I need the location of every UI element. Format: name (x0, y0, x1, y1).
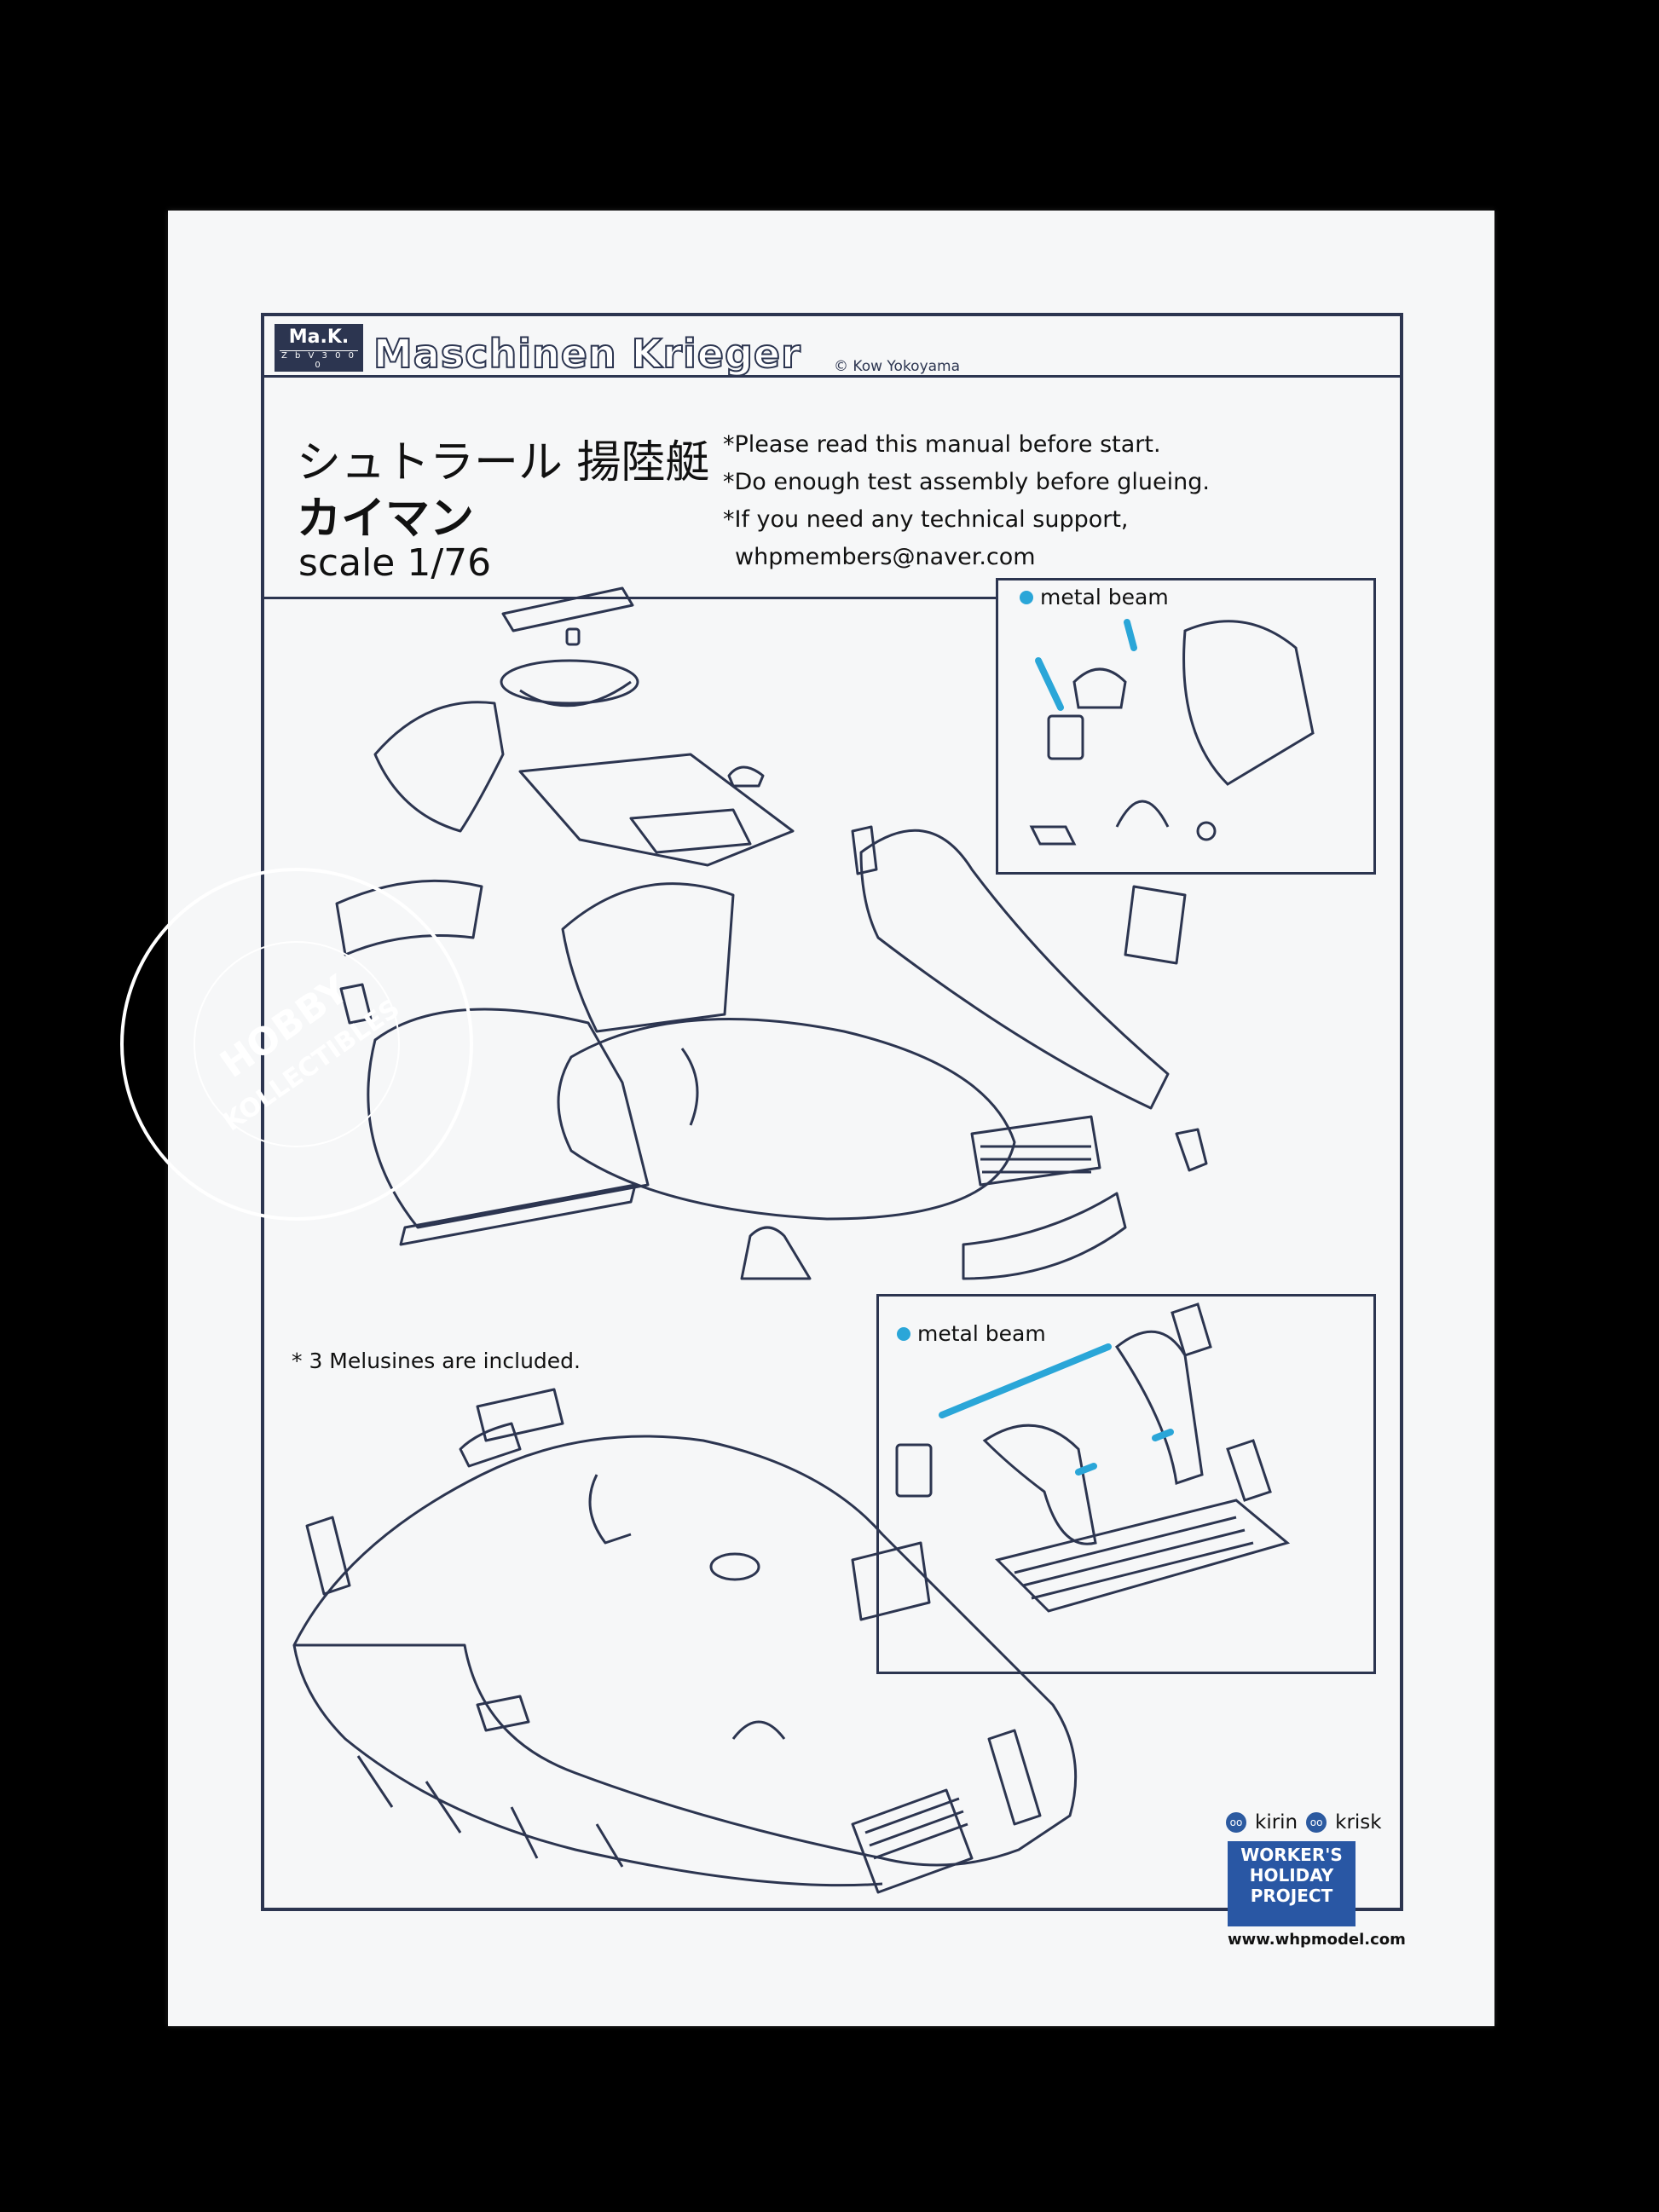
mak-logo: Ma.K. Z b V 3 0 0 0 (275, 324, 363, 372)
credit-krisk: krisk (1335, 1811, 1382, 1834)
note-support: *If you need any technical support, (723, 506, 1129, 533)
support-email: whpmembers@naver.com (735, 544, 1036, 570)
kirin-icon: oo (1226, 1812, 1246, 1833)
whp-logo-line1: WORKER'S (1240, 1845, 1343, 1865)
melusine-note: * 3 Melusines are included. (292, 1349, 581, 1373)
credit-kirin: kirin (1255, 1811, 1298, 1834)
whp-url: www.whpmodel.com (1228, 1931, 1406, 1949)
japanese-title: シュトラール 揚陸艇 (297, 437, 710, 488)
header-divider (261, 375, 1403, 378)
mak-logo-subtext: Z b V 3 0 0 0 (280, 350, 358, 370)
whp-logo-line2: HOLIDAY (1249, 1865, 1334, 1886)
kit-name: カイマン (297, 494, 475, 545)
krisk-icon: oo (1306, 1812, 1327, 1833)
credits: oo kirin oo krisk (1226, 1811, 1382, 1834)
whp-logo: WORKER'S HOLIDAY PROJECT (1228, 1841, 1356, 1926)
note-test-assembly: *Do enough test assembly before glueing. (723, 469, 1210, 495)
brand-title: Maschinen Krieger (373, 330, 801, 378)
metal-beam-text: metal beam (1040, 585, 1169, 609)
note-read-manual: *Please read this manual before start. (723, 431, 1161, 458)
metal-beam-dot-icon (897, 1326, 910, 1341)
metal-beam-inset-top (996, 578, 1376, 875)
copyright: © Kow Yokoyama (834, 358, 961, 375)
metal-beam-label-bottom: metal beam (897, 1321, 1046, 1346)
whp-logo-line3: PROJECT (1250, 1886, 1333, 1906)
metal-beam-label-top: metal beam (1020, 585, 1169, 609)
section-divider (261, 597, 996, 599)
notes: *Please read this manual before start. *… (723, 426, 1210, 576)
scale-label: scale 1/76 (298, 541, 492, 585)
metal-beam-inset-bottom (876, 1294, 1376, 1674)
metal-beam-dot-icon (1020, 590, 1033, 604)
metal-beam-text: metal beam (917, 1321, 1046, 1346)
mak-logo-text: Ma.K. (288, 326, 350, 348)
